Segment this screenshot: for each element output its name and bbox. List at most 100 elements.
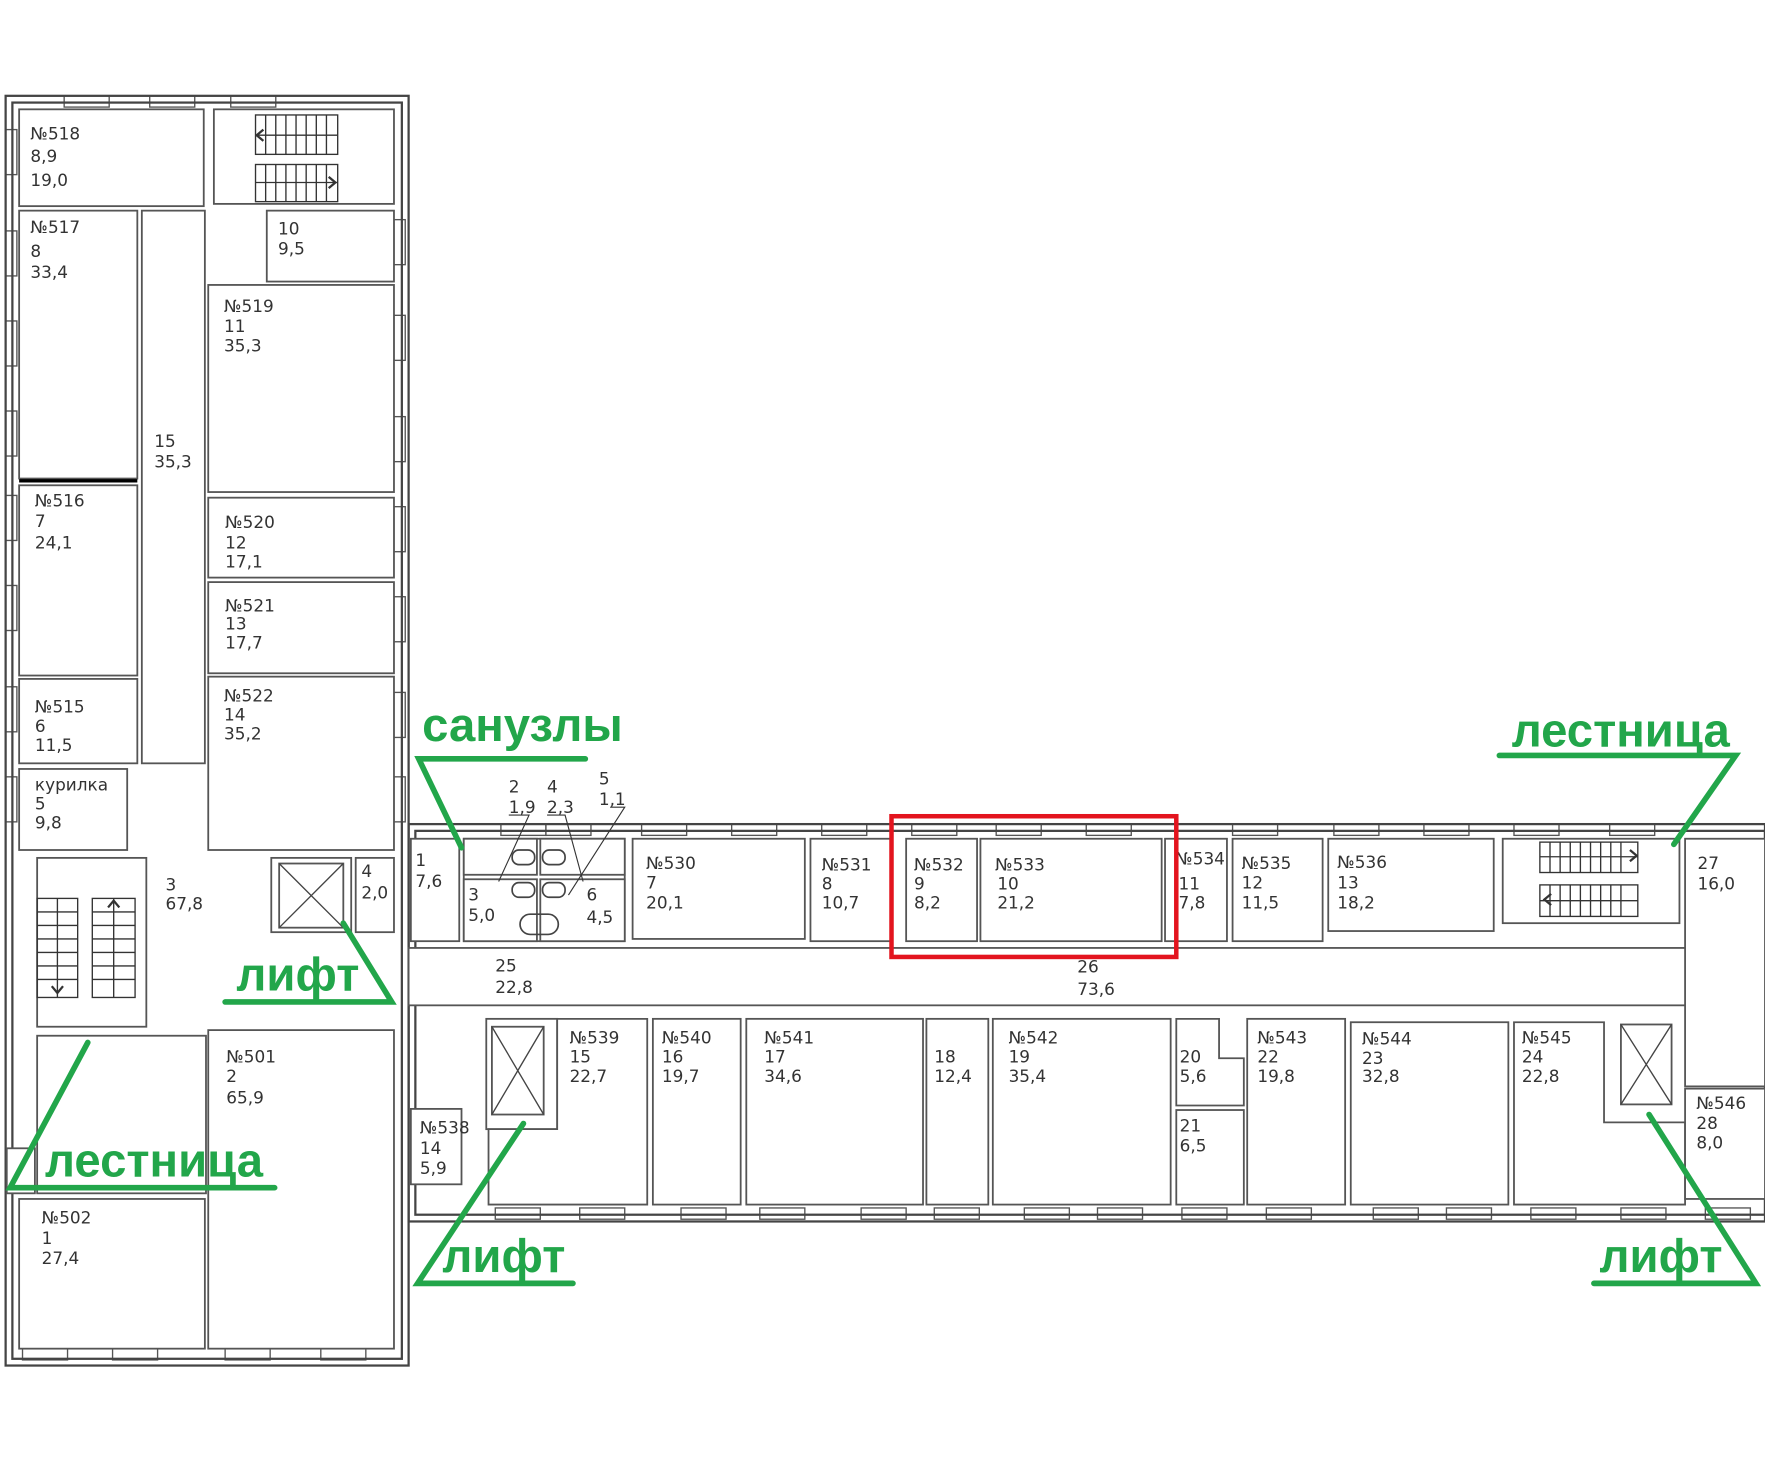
room-number: №517 — [30, 217, 80, 237]
room-number: №519 — [224, 296, 274, 316]
elevator-left — [270, 856, 353, 934]
room-number: №515 — [35, 697, 85, 717]
room-20[interactable]: 20 5,6 — [1175, 1017, 1245, 1107]
room-area: 27,4 — [42, 1248, 80, 1268]
room-530[interactable]: №530 7 20,1 — [631, 837, 806, 940]
room-517[interactable]: №517 8 33,4 — [18, 209, 139, 480]
room-area: 8,2 — [914, 893, 941, 913]
room-area: 33,4 — [30, 262, 68, 282]
room-index: 12 — [225, 532, 246, 552]
annotation-elevator-left: лифт — [236, 949, 359, 1002]
stairs-icon — [36, 897, 136, 999]
room-number: №543 — [1257, 1028, 1307, 1048]
room-541[interactable]: №541 17 34,6 — [745, 1017, 924, 1206]
room-area: 19,0 — [30, 170, 68, 190]
room-area: 12,4 — [934, 1066, 972, 1086]
room-area: 22,7 — [570, 1066, 608, 1086]
room-index: 8,9 — [30, 146, 57, 166]
stairs-icon — [1539, 841, 1639, 918]
room-index: 14 — [224, 705, 245, 725]
room-number: №545 — [1522, 1028, 1572, 1048]
room-515[interactable]: №515 6 11,5 — [18, 678, 139, 765]
room-519[interactable]: №519 11 35,3 — [207, 284, 395, 493]
room-539[interactable]: №539 15 22,7 — [487, 1017, 649, 1206]
room-533[interactable]: №533 10 21,2 — [979, 837, 1163, 943]
room-area: 21,2 — [997, 893, 1035, 913]
elevator-middle — [485, 1017, 559, 1131]
room-index: 10 — [997, 873, 1018, 893]
room-number: №518 — [30, 124, 80, 144]
room-area: 22,8 — [1522, 1066, 1560, 1086]
room-540[interactable]: №540 16 19,7 — [651, 1017, 742, 1206]
room-index: 5 — [599, 769, 610, 789]
room-4[interactable]: 4 2,0 — [354, 856, 395, 934]
room-area: 2,0 — [361, 882, 388, 902]
room-542[interactable]: №542 19 35,4 — [991, 1017, 1172, 1206]
room-area: 19,7 — [662, 1066, 700, 1086]
room-27[interactable]: 27 16,0 — [1684, 837, 1765, 1088]
room-area: 35,3 — [154, 451, 192, 471]
toilets-block[interactable]: 2 1,9 4 2,3 5 1,1 3 5,0 6 4,5 — [462, 769, 626, 943]
room-522[interactable]: №522 14 35,2 — [207, 675, 395, 851]
room-index: 16 — [662, 1047, 683, 1067]
room-number: №540 — [662, 1028, 712, 1048]
room-index: 24 — [1522, 1047, 1543, 1067]
room-544[interactable]: №544 23 32,8 — [1349, 1021, 1510, 1206]
room-area: 5,6 — [1180, 1066, 1207, 1086]
room-index: 28 — [1696, 1113, 1717, 1133]
window — [393, 596, 406, 643]
annotations: санузлы лестница лифт лестница лифт лифт — [5, 699, 1762, 1287]
room-area: 6,5 — [1180, 1136, 1207, 1156]
room-index: 15 — [570, 1047, 591, 1067]
room-21[interactable]: 21 6,5 — [1175, 1109, 1245, 1206]
annotation-toilets: санузлы — [422, 699, 623, 752]
room-546[interactable]: №546 28 8,0 — [1684, 1087, 1765, 1200]
room-10[interactable]: 10 9,5 — [265, 209, 395, 283]
room-area: 35,3 — [224, 335, 262, 355]
room-area: 9,8 — [35, 813, 62, 833]
room-index: 9 — [914, 873, 925, 893]
room-number: №501 — [226, 1047, 276, 1067]
hall-3: 3 67,8 — [165, 875, 203, 914]
room-535[interactable]: №535 12 11,5 — [1231, 837, 1324, 943]
room-531[interactable]: №531 8 10,7 — [809, 837, 893, 943]
room-1[interactable]: 1 7,6 — [409, 837, 461, 943]
room-536[interactable]: №536 13 18,2 — [1327, 837, 1495, 932]
room-index: 27 — [1697, 853, 1718, 873]
room-502[interactable]: №502 1 27,4 — [18, 1198, 206, 1350]
room-18[interactable]: 18 12,4 — [925, 1017, 990, 1206]
room-index: 17 — [764, 1047, 785, 1067]
room-518[interactable]: №518 8,9 19,0 — [18, 108, 205, 208]
room-521[interactable]: №521 13 17,7 — [207, 581, 395, 675]
room-520[interactable]: №520 12 17,1 — [207, 496, 395, 579]
room-number: №541 — [764, 1028, 814, 1048]
room-area: 18,2 — [1337, 893, 1375, 913]
room-index: 26 — [1077, 957, 1098, 977]
room-number: №516 — [35, 491, 85, 511]
staircase-left — [36, 856, 148, 1028]
room-smoking[interactable]: курилка 5 9,8 — [18, 768, 129, 851]
room-number: №534 — [1175, 849, 1225, 869]
room-area: 67,8 — [165, 894, 203, 914]
room-index: 15 — [154, 431, 175, 451]
room-538[interactable]: №538 14 5,9 — [409, 1107, 470, 1186]
room-543[interactable]: №543 22 19,8 — [1246, 1017, 1347, 1206]
room-index: 14 — [420, 1138, 441, 1158]
room-516[interactable]: №516 7 24,1 — [18, 484, 139, 677]
room-area: 22,8 — [495, 977, 533, 997]
room-area: 17,1 — [225, 551, 263, 571]
room-number: №502 — [42, 1208, 92, 1228]
room-index: 8 — [30, 241, 41, 261]
elevator-icon — [278, 863, 344, 929]
room-number: №533 — [995, 854, 1045, 874]
room-index: 1 — [415, 850, 426, 870]
room-index: 13 — [1337, 872, 1358, 892]
room-area: 9,5 — [278, 239, 305, 259]
room-area: 11,5 — [35, 735, 73, 755]
room-532[interactable]: №532 9 8,2 — [905, 837, 978, 943]
room-area: 19,8 — [1257, 1066, 1295, 1086]
room-number: №531 — [822, 854, 872, 874]
room-545[interactable]: №545 24 22,8 — [1513, 1021, 1686, 1206]
room-index: 7 — [35, 511, 46, 531]
